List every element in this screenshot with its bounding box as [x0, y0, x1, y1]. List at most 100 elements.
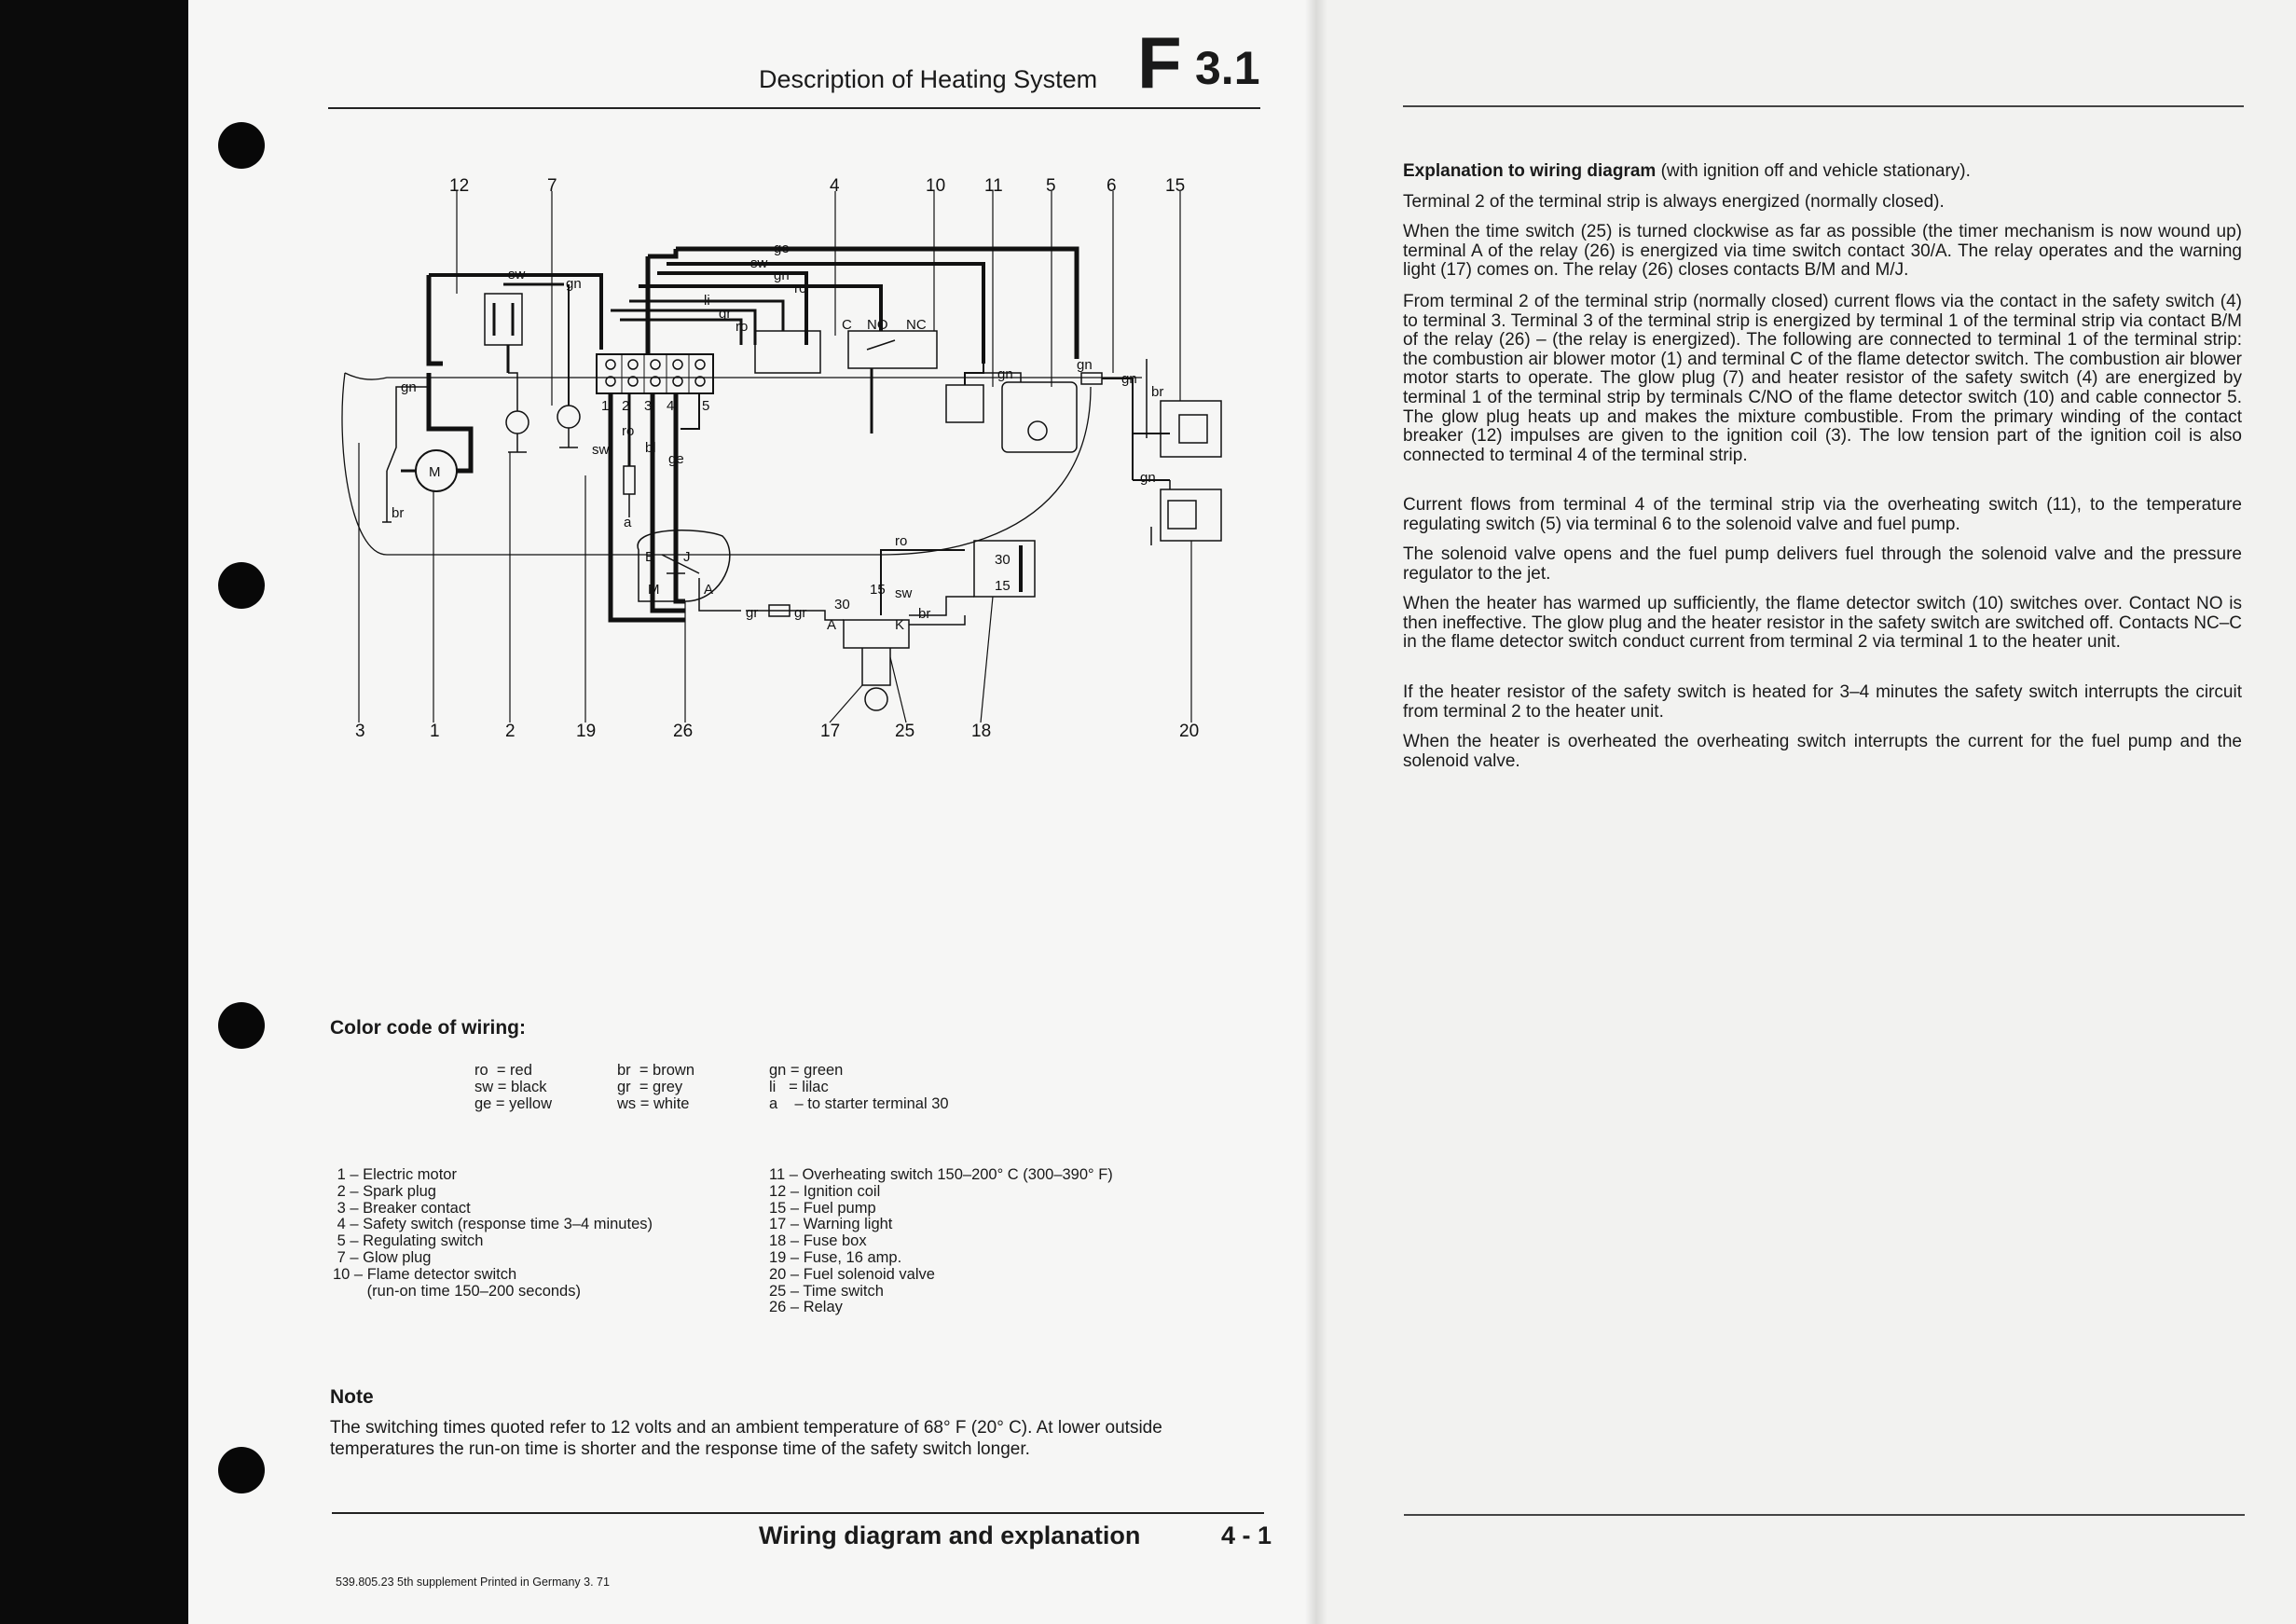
legend-entry: (run-on time 150–200 seconds): [333, 1282, 581, 1300]
color-code-entry: br = brown: [617, 1062, 694, 1079]
callout-19: 19: [576, 722, 596, 741]
wire-label-li: li: [704, 293, 710, 309]
footer-rule: [332, 1512, 1264, 1514]
wire-label-sw-4: sw: [895, 585, 913, 601]
section-letter: F: [1137, 21, 1182, 103]
callout-15: 15: [1165, 176, 1185, 196]
callout-25: 25: [895, 722, 914, 741]
switch-contact-no: NO: [867, 317, 888, 333]
callout-26: 26: [673, 722, 693, 741]
wire-label-br: br: [392, 505, 404, 521]
callout-2: 2: [505, 722, 516, 741]
wire-label-gr-2: gr: [746, 605, 758, 621]
legend-entry: 1 – Electric motor: [333, 1166, 457, 1183]
wire-label-gn-6: gn: [1121, 371, 1137, 387]
terminal-2: 2: [622, 398, 629, 414]
explanation-paragraph: Current flows from terminal 4 of the ter…: [1403, 495, 2242, 534]
explanation-paragraph: The solenoid valve opens and the fuel pu…: [1403, 544, 2242, 584]
relay-contact-m: M: [648, 582, 660, 598]
legend-entry: 20 – Fuel solenoid valve: [769, 1265, 935, 1283]
motor-mark: M: [429, 464, 441, 480]
callout-10: 10: [926, 176, 945, 196]
callout-20: 20: [1179, 722, 1199, 741]
wire-label-sw-2: sw: [750, 255, 768, 271]
legend-entry: 25 – Time switch: [769, 1282, 884, 1300]
legend-col2: 11 – Overheating switch 150–200° C (300–…: [769, 1166, 1113, 1316]
wire-label-gn-7: gn: [1140, 470, 1156, 486]
time-switch-30: 30: [834, 597, 850, 612]
wire-label-sw-3: sw: [592, 442, 610, 458]
legend-entry: 17 – Warning light: [769, 1216, 893, 1233]
legend-entry: 3 – Breaker contact: [333, 1199, 471, 1217]
callout-1: 1: [430, 722, 440, 741]
legend-entry: 5 – Regulating switch: [333, 1232, 484, 1250]
explanation-paragraph: From terminal 2 of the terminal strip (n…: [1403, 292, 2242, 465]
wire-label-br-3: br: [918, 606, 930, 622]
book-binding: [0, 0, 188, 1624]
right-footer-rule: [1404, 1514, 2245, 1516]
relay-contact-j: J: [683, 549, 691, 565]
note-body: The switching times quoted refer to 12 v…: [330, 1418, 1162, 1459]
wire-label-gn-3: gn: [401, 379, 417, 395]
color-code-entry: ro = red: [474, 1062, 532, 1079]
color-code-entry: a – to starter terminal 30: [769, 1094, 949, 1112]
callout-4: 4: [830, 176, 840, 196]
right-header-rule: [1403, 105, 2244, 107]
time-switch-a: A: [827, 617, 836, 633]
wire-label-gn-4: gn: [997, 366, 1013, 382]
callout-11: 11: [984, 176, 1003, 196]
callout-5: 5: [1046, 176, 1056, 196]
fuse-box-15: 15: [995, 578, 1011, 594]
wire-label-ge: ge: [774, 241, 790, 256]
section-number: 3.1: [1195, 42, 1260, 94]
legend-entry: 11 – Overheating switch 150–200° C (300–…: [769, 1166, 1113, 1183]
color-code-entry: ws = white: [617, 1094, 690, 1112]
explanation-paragraph: When the heater has warmed up sufficient…: [1403, 594, 2242, 653]
relay-contact-b: B: [645, 549, 654, 565]
wiring-diagram: 12 7 4 10 11 5 6 15 3 1 2 19 26 17 25 18…: [341, 176, 1222, 741]
header-rule: [328, 107, 1260, 109]
wire-label-gr: gr: [719, 306, 731, 322]
page-header-title: Description of Heating System: [759, 65, 1098, 93]
color-code-entry: gr = grey: [617, 1078, 683, 1095]
color-code-entry: gn = green: [769, 1062, 844, 1079]
punch-hole: [218, 562, 265, 609]
switch-contact-nc: NC: [906, 317, 927, 333]
callout-12: 12: [449, 176, 469, 196]
wire-label-ro: ro: [794, 281, 806, 296]
explanation-heading-suffix: (with ignition off and vehicle stationar…: [1656, 161, 1971, 181]
explanation-heading: Explanation to wiring diagram (with igni…: [1403, 161, 2242, 182]
left-page: [188, 0, 1316, 1624]
wire-label-bl: bl: [645, 440, 656, 456]
explanation-heading-bold: Explanation to wiring diagram: [1403, 161, 1657, 181]
wire-label-ro-4: ro: [895, 533, 907, 549]
wire-label-ge-2: ge: [668, 451, 684, 467]
legend-entry: 4 – Safety switch (response time 3–4 min…: [333, 1216, 653, 1233]
legend-entry: 19 – Fuse, 16 amp.: [769, 1248, 902, 1266]
callout-18: 18: [971, 722, 991, 741]
page-gutter: [1305, 0, 1327, 1624]
legend-col1: 1 – Electric motor 2 – Spark plug 3 – Br…: [333, 1166, 653, 1300]
callout-6: 6: [1107, 176, 1117, 196]
terminal-5: 5: [702, 398, 709, 414]
wire-label-gn: gn: [566, 276, 582, 292]
terminal-4: 4: [667, 398, 674, 414]
color-code-title: Color code of wiring:: [330, 1017, 526, 1039]
switch-contact-c: C: [842, 317, 852, 333]
legend-entry: 12 – Ignition coil: [769, 1182, 881, 1200]
wire-label-gn-5: gn: [1077, 357, 1093, 373]
time-switch-k: K: [895, 617, 904, 633]
wire-label-a: a: [624, 515, 632, 530]
legend-entry: 15 – Fuel pump: [769, 1199, 876, 1217]
terminal-3: 3: [644, 398, 652, 414]
explanation-paragraph: If the heater resistor of the safety swi…: [1403, 682, 2242, 722]
callout-7: 7: [547, 176, 557, 196]
legend-entry: 26 – Relay: [769, 1299, 843, 1316]
color-code-entry: li = lilac: [769, 1078, 829, 1095]
wire-label-ro-2: ro: [736, 319, 748, 335]
print-line: 539.805.23 5th supplement Printed in Ger…: [336, 1576, 610, 1589]
legend-entry: 18 – Fuse box: [769, 1232, 867, 1250]
note-title: Note: [330, 1386, 374, 1408]
